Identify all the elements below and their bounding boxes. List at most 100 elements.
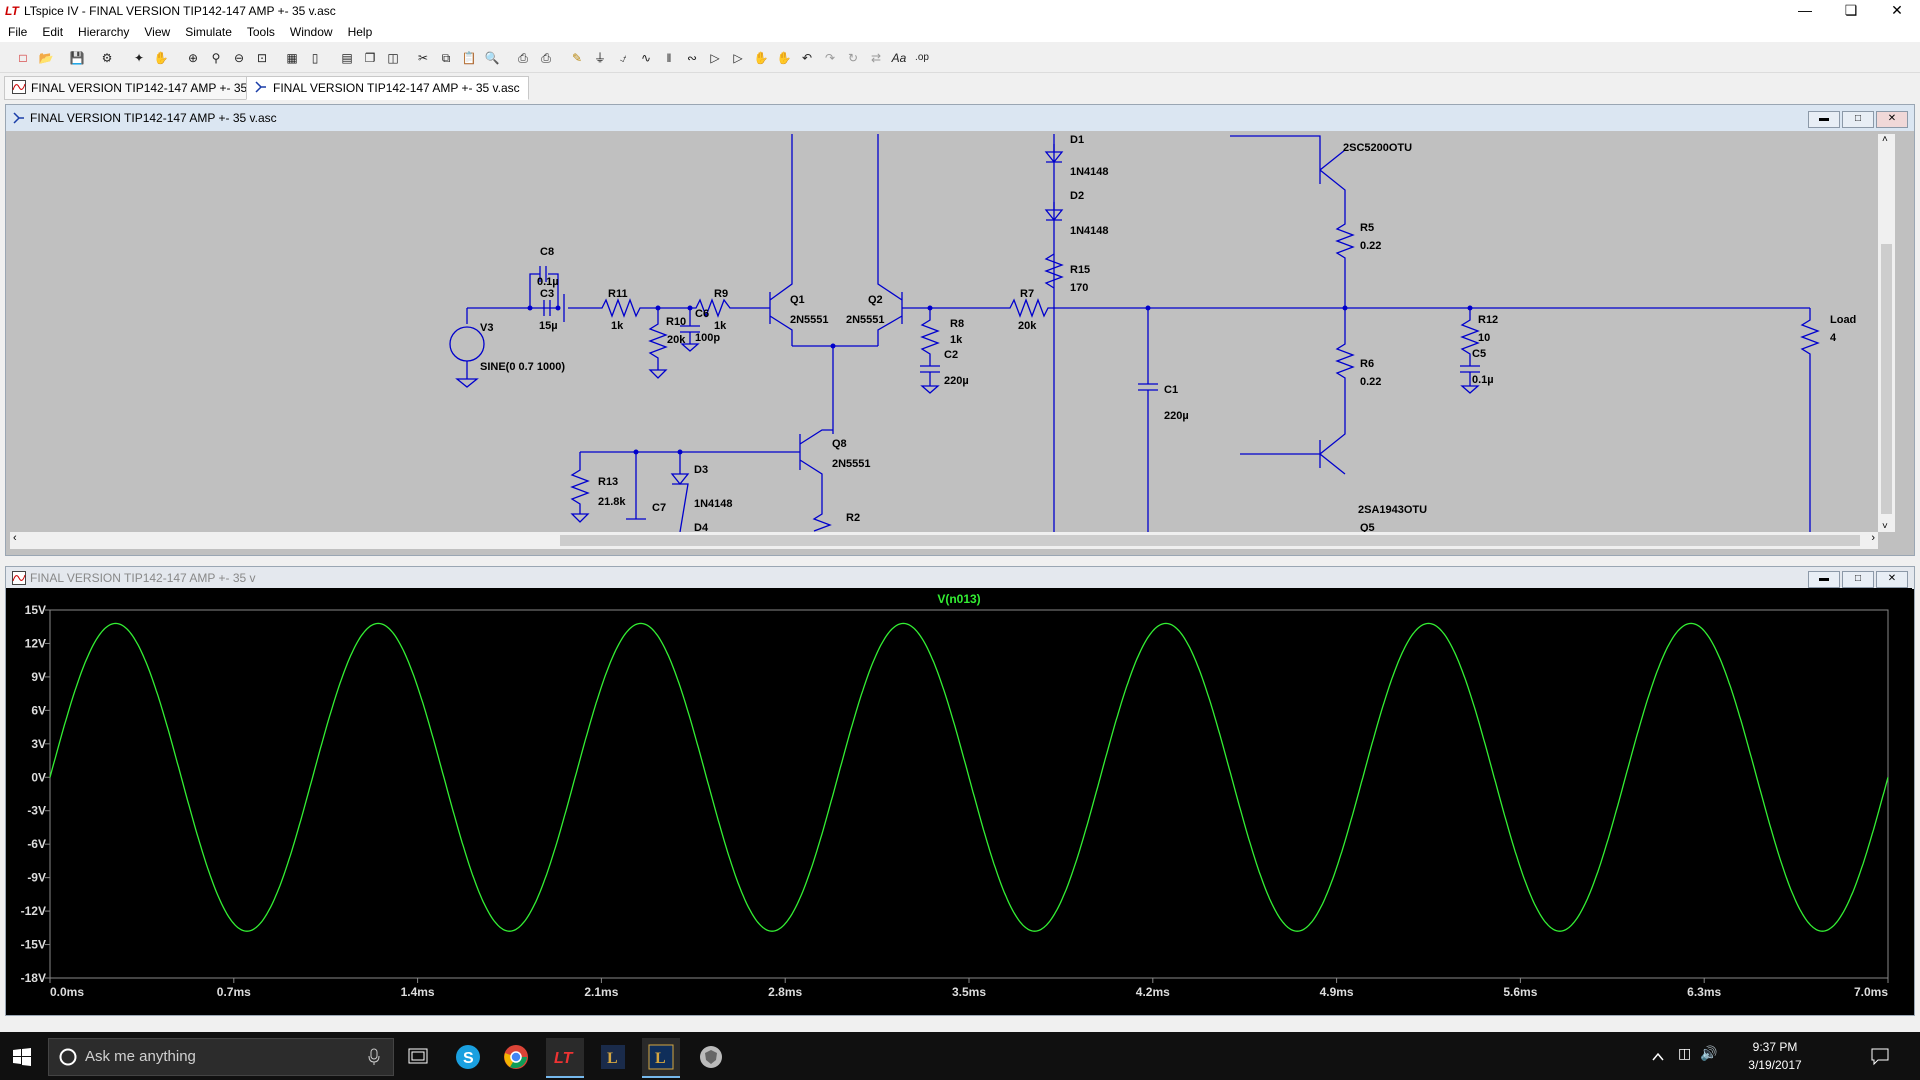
restore-button[interactable]: ❏	[1844, 2, 1858, 18]
control-panel-icon[interactable]: ⚙	[101, 51, 113, 65]
cascade-icon[interactable]: ❐	[364, 51, 376, 65]
diode-icon[interactable]: ▷	[710, 51, 720, 65]
x-tick-label: 4.9ms	[1320, 985, 1354, 999]
y-tick-label: -3V	[27, 804, 46, 818]
schematic-close-button[interactable]: ✕	[1876, 111, 1908, 128]
vertical-scroll-thumb[interactable]	[1881, 244, 1892, 514]
windows-start-icon[interactable]	[13, 1048, 31, 1066]
c1-value: 220µ	[1164, 410, 1189, 422]
menu-view[interactable]: View	[144, 25, 171, 39]
menu-file[interactable]: File	[8, 25, 28, 39]
component-icon[interactable]: ▷	[733, 51, 743, 65]
trace-label[interactable]: V(n013)	[937, 592, 981, 606]
r15-value: 170	[1070, 282, 1089, 294]
print-icon[interactable]: ⎙	[541, 51, 551, 65]
waveform-minimize-button[interactable]: ▬	[1808, 571, 1840, 588]
tab-waveform[interactable]: FINAL VERSION TIP142-147 AMP +- 35 v	[4, 76, 266, 100]
spice-directive-icon[interactable]: .op	[915, 52, 929, 63]
schematic-vertical-scrollbar[interactable]: ˄ ˅	[1878, 134, 1895, 532]
waveform-close-button[interactable]: ✕	[1876, 571, 1908, 588]
capacitor-icon[interactable]: ‖	[666, 51, 672, 65]
new-schematic-icon[interactable]: □	[19, 51, 27, 65]
v3-value: SINE(0 0.7 1000)	[480, 361, 565, 373]
resistor-icon[interactable]: ∿	[640, 51, 652, 65]
menu-tools[interactable]: Tools	[246, 25, 275, 39]
paste-icon[interactable]: 📋	[461, 51, 477, 65]
text-icon[interactable]: Aa	[891, 51, 907, 65]
menu-window[interactable]: Window	[289, 25, 333, 39]
ltspice-taskbar-button[interactable]	[546, 1038, 584, 1078]
zoom-out-icon[interactable]: ⊖	[233, 51, 245, 65]
schematic-maximize-button[interactable]: □	[1842, 111, 1874, 128]
chrome-icon[interactable]	[503, 1044, 529, 1070]
action-center-icon[interactable]	[1870, 1046, 1890, 1066]
scroll-right-icon[interactable]: ›	[1871, 532, 1875, 544]
network-icon[interactable]: ◫	[1678, 1045, 1692, 1061]
schematic-minimize-button[interactable]: ▬	[1808, 111, 1840, 128]
q1-value: 2N5551	[790, 314, 829, 326]
rotate-icon[interactable]: ↻	[847, 51, 859, 65]
skype-icon[interactable]: S	[455, 1044, 481, 1070]
schematic-canvas[interactable]: C8 0.1µ C3 15µ V3 SINE(0 0.7 1000) R11 1…	[10, 134, 1890, 532]
find-icon[interactable]: 🔍	[484, 51, 500, 65]
label-net-icon[interactable]: ⍻	[619, 51, 627, 65]
tab-schematic[interactable]: FINAL VERSION TIP142-147 AMP +- 35 v.asc	[246, 76, 529, 100]
open-folder-icon[interactable]: 📂	[38, 51, 54, 65]
waveform-maximize-button[interactable]: □	[1842, 571, 1874, 588]
c8-label: C8	[540, 246, 555, 258]
undo-icon[interactable]: ↶	[801, 51, 813, 65]
scroll-left-icon[interactable]: ‹	[13, 532, 17, 544]
clock-date[interactable]: 3/19/2017	[1748, 1058, 1802, 1072]
schematic-horizontal-scrollbar[interactable]: ‹ ›	[10, 532, 1878, 549]
d2-label: D2	[1070, 190, 1085, 202]
inductor-icon[interactable]: ∾	[686, 51, 698, 65]
scroll-up-icon[interactable]: ˄	[1882, 134, 1888, 145]
menu-edit[interactable]: Edit	[42, 25, 64, 39]
autorange-icon[interactable]: ▦	[286, 51, 298, 65]
save-icon[interactable]: 💾	[69, 51, 85, 65]
redo-icon[interactable]: ↷	[824, 51, 836, 65]
ltspice-app-icon: LT	[5, 4, 19, 18]
cortana-icon	[59, 1048, 77, 1066]
menu-help[interactable]: Help	[347, 25, 373, 39]
shield-app-icon[interactable]	[698, 1044, 724, 1070]
close-button[interactable]: ✕	[1891, 2, 1903, 18]
pan-icon[interactable]: ⚲	[211, 51, 221, 65]
print-setup-icon[interactable]: ⎙	[518, 51, 528, 65]
run-icon[interactable]: ✦	[133, 51, 145, 65]
tile-vertical-icon[interactable]: ◫	[387, 51, 399, 65]
cortana-search-box[interactable]: Ask me anything	[48, 1038, 394, 1076]
drag-icon[interactable]: ✋	[776, 51, 792, 65]
y-tick-label: 3V	[31, 737, 46, 751]
horizontal-scroll-thumb[interactable]	[560, 535, 1860, 546]
ground-icon[interactable]: ⏚	[593, 51, 606, 65]
window-title: LTspice IV - FINAL VERSION TIP142-147 AM…	[24, 4, 336, 18]
volume-icon[interactable]: 🔊	[1700, 1045, 1718, 1061]
x-tick-label: 7.0ms	[1854, 985, 1888, 999]
zoom-fit-icon[interactable]: ⊡	[256, 51, 268, 65]
halt-icon[interactable]: ✋	[153, 51, 169, 65]
task-view-icon[interactable]	[406, 1044, 430, 1068]
delete-traces-icon[interactable]: ▯	[311, 51, 319, 65]
cut-icon[interactable]: ✂	[417, 51, 429, 65]
r10-value: 20k	[667, 334, 686, 346]
c6-value: 100p	[695, 332, 721, 344]
show-hidden-icons-icon[interactable]	[1650, 1049, 1666, 1065]
clock-time[interactable]: 9:37 PM	[1752, 1040, 1798, 1054]
zoom-in-icon[interactable]: ⊕	[187, 51, 199, 65]
move-icon[interactable]: ✋	[753, 51, 769, 65]
r5-value: 0.22	[1360, 240, 1382, 252]
svg-text:L: L	[655, 1050, 666, 1067]
scroll-down-icon[interactable]: ˅	[1882, 521, 1888, 532]
tile-horizontal-icon[interactable]: ▤	[341, 51, 353, 65]
copy-icon[interactable]: ⧉	[441, 51, 451, 65]
microphone-icon[interactable]	[367, 1048, 381, 1066]
draw-wire-icon[interactable]: ✎	[571, 51, 583, 65]
game-app-icon[interactable]: L	[600, 1044, 626, 1070]
svg-text:L: L	[607, 1050, 618, 1067]
minimize-button[interactable]: —	[1798, 2, 1812, 18]
menu-hierarchy[interactable]: Hierarchy	[78, 25, 130, 39]
menu-simulate[interactable]: Simulate	[185, 25, 232, 39]
mirror-icon[interactable]: ⇄	[870, 51, 882, 65]
